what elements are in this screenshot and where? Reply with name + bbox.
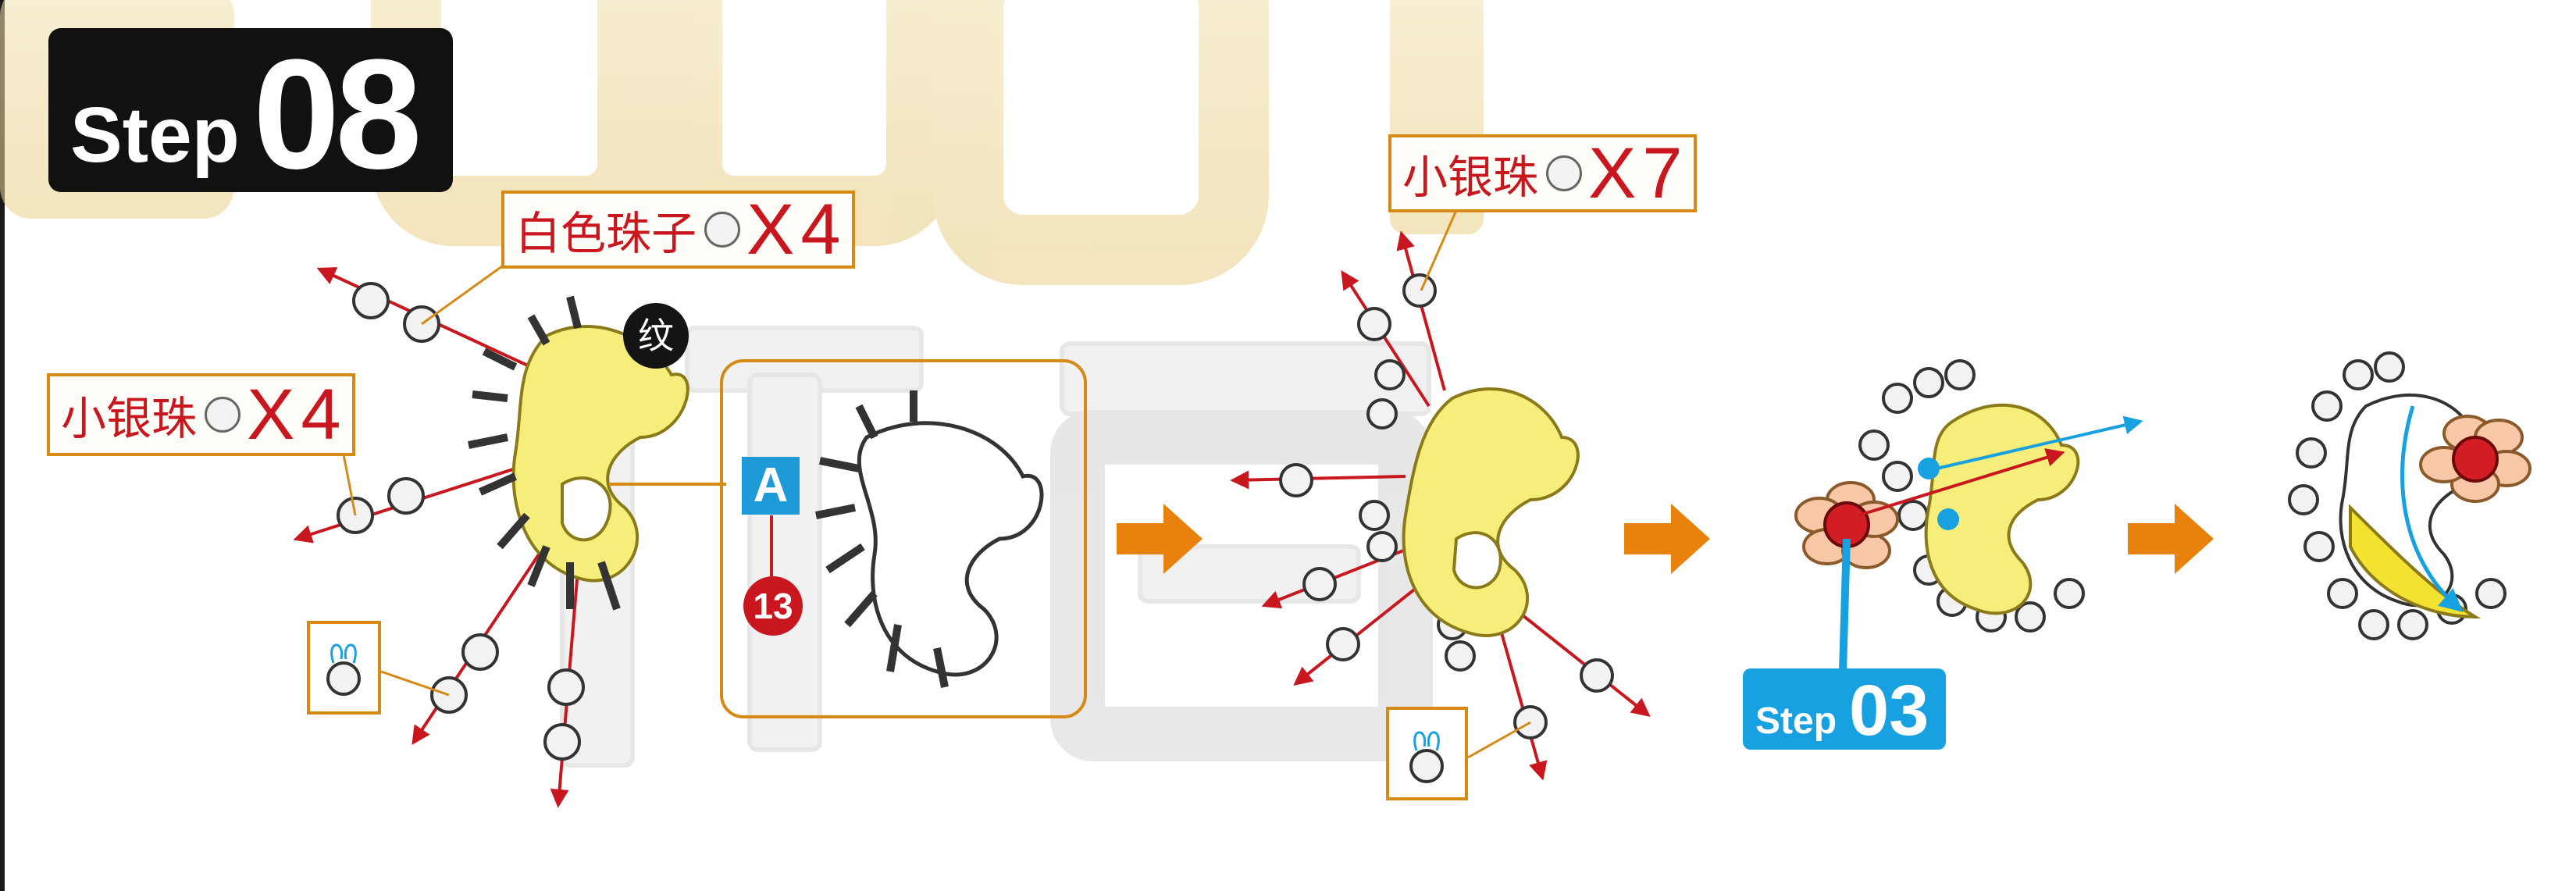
pattern-mark-badge: 纹 [623,303,689,369]
dragon-middle [1230,230,1651,781]
flower-b [2419,415,2531,503]
step-03-word: Step [1755,700,1837,742]
callout-label: 小银珠 [61,392,198,445]
callout-count: 4 [800,189,841,269]
step-word: Step [70,91,240,179]
dragon-left-spikes [468,295,621,611]
callout-label: 白色珠子 [515,207,697,260]
callout-count: 4 [301,374,341,454]
bead-icon [704,212,741,248]
knot-detail-right [1386,707,1468,800]
dragon-flower-a-body [1924,403,2080,615]
knot-icon [1409,731,1444,783]
callout-times: X [746,189,795,269]
part-a-dragon [857,421,1044,677]
callout-silver-beads-right: 小银珠 X 7 [1388,133,1697,213]
step-03-reference-badge: Step 03 [1743,668,1946,750]
callout-label: 小银珠 [1402,151,1539,204]
part-a-panel [720,359,1087,718]
flower-a-wires [1839,415,2143,672]
part-a-spikes [815,390,949,688]
beads-left [337,282,585,761]
step-number: 08 [253,27,422,201]
callout-times: X [247,374,295,454]
flow-arrow-1 [1117,504,1202,574]
part-number-tag: 13 [743,576,803,636]
beads-middle [1279,273,1614,740]
part-tag-connector [770,515,773,576]
bead-icon [1546,155,1583,191]
knot-detail-left [307,621,381,715]
flower-a [1794,481,1899,569]
flow-arrows [1117,504,2214,574]
step-badge: Step 08 [48,27,453,201]
part-letter-tag: A [742,457,800,515]
callout-leaders [342,201,1531,759]
callout-times: X [1588,133,1637,213]
callout-count: 7 [1642,133,1683,213]
callout-white-beads: 白色珠子 X 4 [501,189,855,269]
knot-icon [326,643,361,696]
dragon-middle-body [1402,387,1580,637]
dragon-left-body [511,325,689,583]
dragon-flower-a [1794,359,2143,672]
step-03-number: 03 [1849,671,1929,750]
dragon-left [293,267,689,808]
callout-silver-beads-left: 小银珠 X 4 [47,373,355,456]
flow-arrow-3 [2128,504,2214,574]
dragon-final [2288,351,2531,640]
beads-flower-a [1858,359,2085,633]
flow-arrow-2 [1624,504,1710,574]
dragon-final-blue-wire [2400,405,2464,612]
dragon-final-yellow-tail [2349,504,2482,619]
bead-icon [205,397,241,433]
wires-middle [1230,230,1651,781]
